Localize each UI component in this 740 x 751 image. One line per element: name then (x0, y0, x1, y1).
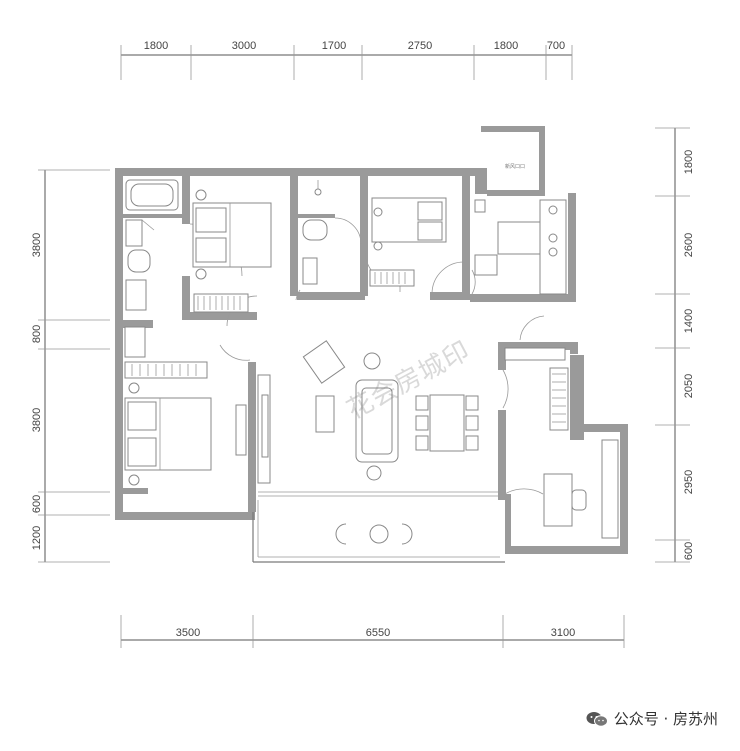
dim-top-5: 1800 (494, 40, 518, 52)
brand-label: 公众号 · 房苏州 (613, 710, 718, 728)
dim-right-1: 1800 (683, 150, 695, 174)
dim-right-6: 600 (683, 542, 695, 560)
brand-badge[interactable]: 公众号 · 房苏州 (586, 708, 718, 729)
second-bedroom (124, 326, 247, 486)
dim-top-2: 3000 (232, 40, 256, 52)
dim-right-3: 1400 (683, 309, 695, 333)
dim-top-1: 1800 (144, 40, 168, 52)
bottom-dimension-line: 3500 6550 3100 (120, 615, 625, 648)
dim-left-5: 1200 (31, 526, 43, 550)
dim-top-4: 2750 (408, 40, 432, 52)
dim-left-1: 3800 (31, 233, 43, 257)
dim-bottom-1: 3500 (176, 627, 200, 639)
dim-left-3: 3800 (31, 408, 43, 432)
dim-top-6: 700 (547, 40, 565, 52)
dim-right-2: 2600 (683, 233, 695, 257)
exterior-walls (115, 126, 628, 563)
dim-bottom-2: 6550 (366, 627, 390, 639)
top-dimension-line: 1800 3000 1700 2750 1800 700 (120, 40, 573, 80)
dim-right-4: 2050 (683, 374, 695, 398)
wechat-icon (586, 711, 608, 727)
vent-tag: 新风口口 (505, 164, 526, 170)
second-bathroom (302, 180, 328, 285)
study (543, 367, 619, 539)
kitchen (474, 199, 567, 295)
master-bedroom (192, 189, 272, 313)
dim-bottom-3: 3100 (551, 627, 575, 639)
dim-top-3: 1700 (322, 40, 346, 52)
dim-left-2: 800 (31, 325, 43, 343)
third-bedroom (369, 197, 447, 287)
dim-left-4: 600 (31, 495, 43, 513)
master-bathroom (125, 179, 179, 311)
balcony-furniture (335, 523, 413, 545)
left-dimension-line: 3800 800 3800 600 1200 (31, 169, 110, 563)
living-room (257, 340, 505, 497)
interior-walls (123, 176, 576, 512)
right-dimension-line: 1800 2600 1400 2050 2950 600 (655, 127, 695, 563)
dim-right-5: 2950 (683, 470, 695, 494)
